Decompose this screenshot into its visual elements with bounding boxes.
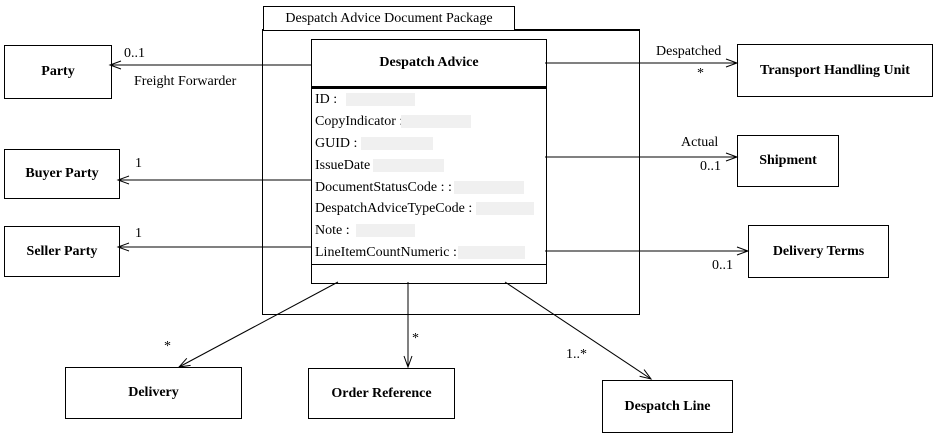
attribute-value-placeholder (356, 224, 415, 238)
class-box-seller-party: Seller Party (4, 226, 120, 277)
multiplicity-delivery: * (164, 339, 171, 354)
attribute-row: DespatchAdviceTypeCode : (312, 198, 546, 220)
multiplicity-shipment: 0..1 (700, 159, 721, 174)
attribute-compartment: ID : CopyIndicator : GUID : IssueDate : … (312, 89, 546, 266)
attribute-row: CopyIndicator : (312, 111, 546, 133)
class-box-buyer-party: Buyer Party (4, 149, 120, 199)
attribute-value-placeholder (454, 180, 524, 194)
attribute-label: CopyIndicator : (315, 113, 404, 129)
attribute-value-placeholder (361, 136, 433, 150)
class-box-label: Shipment (759, 153, 817, 168)
role-actual: Actual (681, 135, 719, 150)
class-box-despatch-line: Despatch Line (602, 380, 733, 433)
class-box-label: Transport Handling Unit (760, 62, 910, 78)
attribute-row: Note : (312, 220, 546, 242)
class-box-label: Order Reference (331, 385, 432, 401)
attribute-label: IssueDate : (315, 157, 378, 173)
operations-compartment-empty (312, 265, 546, 283)
role-despatched: Despatched (656, 44, 722, 59)
attribute-label: LineItemCountNumeric : (315, 245, 457, 261)
multiplicity-party: 0..1 (124, 46, 145, 61)
attribute-label: DocumentStatusCode : : (315, 179, 452, 195)
package-title: Despatch Advice Document Package (285, 10, 493, 26)
multiplicity-delivery-terms: 0..1 (712, 258, 733, 273)
attribute-label: Note : (315, 223, 350, 239)
multiplicity-buyer-party: 1 (135, 156, 142, 171)
role-freight-forwarder: Freight Forwarder (134, 74, 237, 89)
attribute-value-placeholder (476, 202, 534, 216)
class-title: Despatch Advice (312, 40, 546, 89)
attribute-value-placeholder (346, 93, 415, 106)
package-tab: Despatch Advice Document Package (263, 6, 515, 31)
attribute-label: GUID : (315, 135, 358, 151)
class-box-delivery: Delivery (65, 367, 242, 419)
class-box-label: Party (41, 64, 75, 79)
attribute-label: ID : (315, 92, 338, 107)
class-box-delivery-terms: Delivery Terms (748, 225, 889, 278)
attribute-label: DespatchAdviceTypeCode : (315, 201, 473, 217)
class-box-label: Despatch Line (624, 398, 711, 414)
multiplicity-seller-party: 1 (135, 226, 142, 241)
attribute-row: LineItemCountNumeric : (312, 242, 546, 264)
class-box-label: Buyer Party (25, 166, 99, 181)
attribute-value-placeholder (458, 246, 525, 260)
class-despatch-advice: Despatch Advice ID : CopyIndicator : GUI… (311, 39, 547, 284)
attribute-row: ID : (312, 89, 546, 111)
attribute-value-placeholder (373, 158, 444, 172)
attribute-row: DocumentStatusCode : : (312, 177, 546, 199)
attribute-row: GUID : (312, 133, 546, 155)
multiplicity-transport-handling-unit: * (697, 66, 704, 81)
class-box-order-reference: Order Reference (308, 368, 455, 419)
class-box-shipment: Shipment (737, 135, 839, 187)
attribute-row: IssueDate : (312, 155, 546, 177)
multiplicity-despatch-line: 1..* (566, 347, 587, 362)
class-box-label: Seller Party (26, 243, 98, 259)
class-box-label: Delivery Terms (772, 243, 865, 259)
class-box-transport-handling-unit: Transport Handling Unit (737, 44, 933, 97)
multiplicity-order-reference: * (412, 331, 419, 346)
attribute-value-placeholder (401, 114, 471, 128)
class-box-label: Delivery (128, 385, 179, 400)
class-box-party: Party (4, 45, 112, 99)
